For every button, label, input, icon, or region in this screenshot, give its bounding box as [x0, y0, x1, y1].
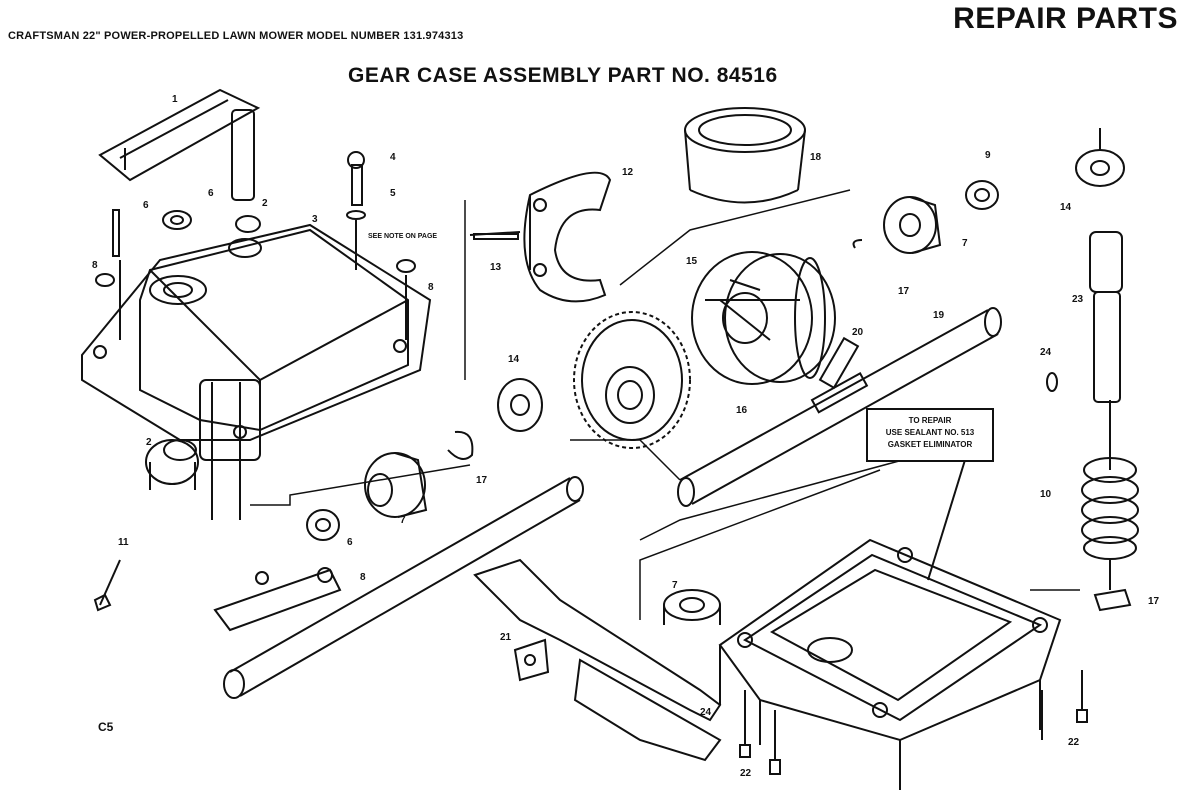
callout-23: 23: [1072, 294, 1084, 305]
callout-3: 3: [312, 214, 318, 225]
small-note-label: SEE NOTE ON PAGE: [368, 233, 437, 240]
callout-4: 4: [390, 152, 396, 163]
callout-20: 20: [852, 327, 864, 338]
callout-18: 18: [810, 152, 822, 163]
part-18-bearing: [684, 107, 806, 204]
callout-17: 17: [898, 286, 910, 297]
callout-15: 15: [686, 256, 698, 267]
callout-2: 2: [262, 198, 268, 209]
callout-6: 6: [143, 200, 149, 211]
part-21-shift-lever: [473, 558, 722, 762]
worm-shaft-assembly: [1046, 128, 1139, 612]
callout-8-c: 8: [360, 572, 366, 583]
part-20-key: [818, 336, 860, 390]
callout-8: 8: [92, 260, 98, 271]
bottom-bolts: [739, 670, 1088, 775]
callout-14: 14: [508, 354, 520, 365]
note-leader-line: [927, 459, 966, 581]
callout-6-b: 6: [208, 188, 214, 199]
callout-7-c: 7: [672, 580, 678, 591]
page-code: C5: [98, 720, 114, 734]
part-12-cover: [469, 171, 612, 303]
section-title: REPAIR PARTS: [953, 2, 1178, 35]
callout-10: 10: [1040, 489, 1052, 500]
part-15-worm-wheel: [691, 251, 836, 385]
sealant-note-box: TO REPAIR USE SEALANT NO. 513 GASKET ELI…: [866, 408, 994, 462]
part-16-spur-gear: [573, 311, 691, 449]
lower-axle-shaft: [223, 476, 584, 699]
note-line-1: TO REPAIR: [908, 416, 952, 425]
callout-24: 24: [1040, 347, 1052, 358]
housing-fasteners: [95, 151, 416, 340]
callout-13: 13: [490, 262, 502, 273]
callout-8-b: 8: [428, 282, 434, 293]
note-line-2: USE SEALANT NO. 513: [885, 428, 975, 437]
callout-7-b: 7: [400, 515, 406, 526]
part-19-axle-upper: [677, 307, 1002, 507]
callout-9: 9: [985, 150, 991, 161]
callout-1: 1: [172, 94, 178, 105]
callout-6-c: 6: [347, 537, 353, 548]
upper-gear-case-housing: [81, 223, 432, 520]
lower-gear-case: [718, 538, 1062, 790]
callout-5: 5: [390, 188, 396, 199]
product-line-header: CRAFTSMAN 22" POWER-PROPELLED LAWN MOWER…: [8, 30, 464, 42]
part-1-bracket: [98, 88, 261, 201]
callout-14-b: 14: [1060, 202, 1072, 213]
left-bearing-set: [145, 439, 428, 541]
callout-11: 11: [118, 537, 129, 548]
callout-21: 21: [500, 632, 512, 643]
part-callouts: 1 2 2 3 4 5 6 6 6 7 7 7 8 8 8 9 10 11 12…: [92, 94, 1160, 779]
callout-17-c: 17: [1148, 596, 1160, 607]
callout-2-lower: 2: [146, 437, 152, 448]
part-14-thrust-washer: [497, 378, 543, 432]
diagram-title: GEAR CASE ASSEMBLY PART NO. 84516: [348, 64, 778, 87]
explosion-lines: [250, 189, 1080, 620]
callout-17-b: 17: [476, 475, 488, 486]
callout-19: 19: [933, 310, 945, 321]
callout-22: 22: [740, 768, 752, 779]
lower-left-plate: [93, 559, 342, 632]
part-2-bushing: [663, 589, 721, 625]
callout-22-b: 22: [1068, 737, 1080, 748]
right-bearing-set: [852, 180, 999, 254]
part-17-retaining-ring: [447, 430, 474, 460]
callout-16: 16: [736, 405, 748, 416]
callout-7: 7: [962, 238, 968, 249]
note-line-3: GASKET ELIMINATOR: [887, 440, 973, 449]
callout-12: 12: [622, 167, 634, 178]
callout-24-b: 24: [700, 707, 712, 718]
